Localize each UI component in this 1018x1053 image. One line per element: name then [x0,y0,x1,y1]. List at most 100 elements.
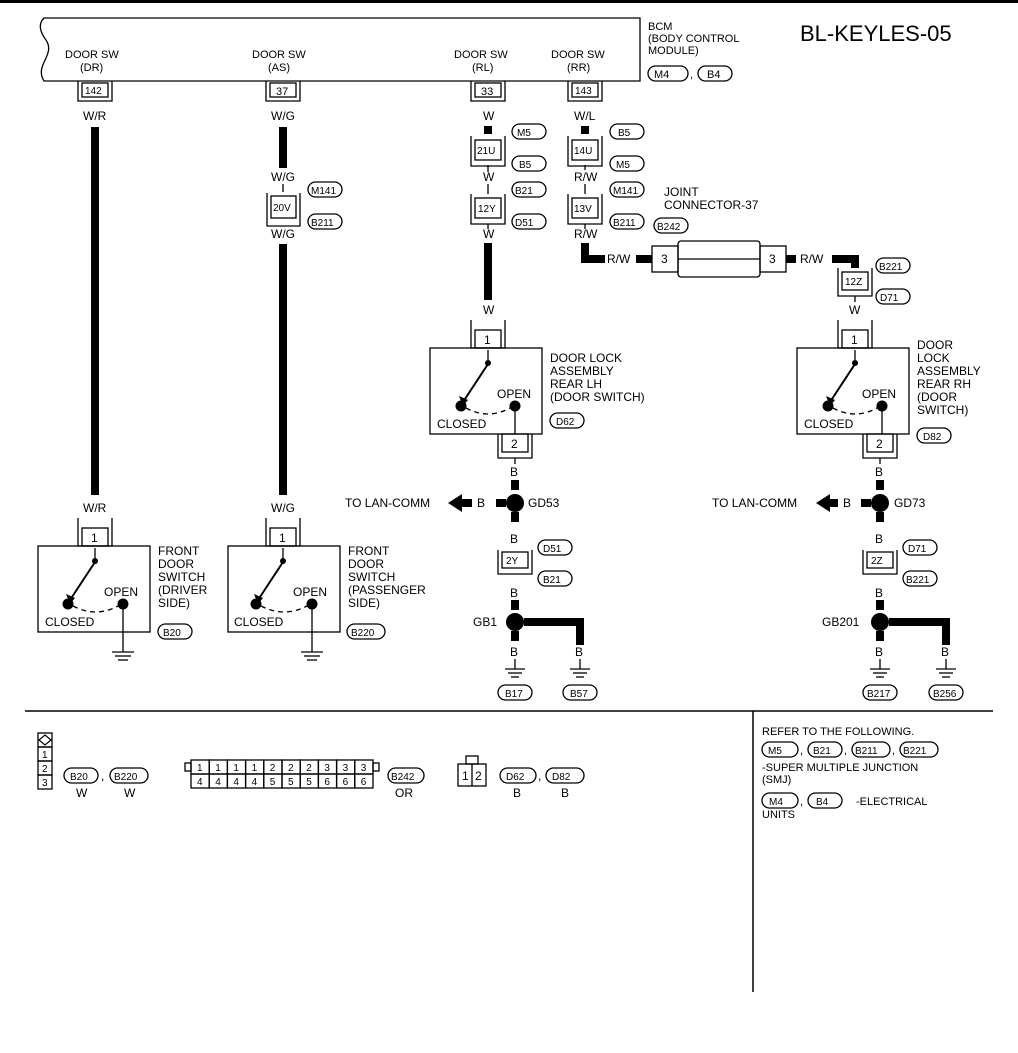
svg-text:B4: B4 [816,797,829,808]
svg-text:DOOR: DOOR [348,557,384,571]
svg-text:B: B [477,496,485,510]
svg-text:B: B [575,645,583,659]
svg-text:GB201: GB201 [822,615,860,629]
svg-text:SIDE): SIDE) [348,596,380,610]
svg-text:,: , [101,769,104,783]
bcm-terminal-labels: DOOR SW (DR) DOOR SW (AS) DOOR SW (RL) D… [65,49,605,74]
svg-text:R/W: R/W [800,252,824,266]
svg-text:B: B [510,465,518,479]
front-door-switch-passenger: 1 OPEN CLOSED FRONT DOOR SWITCH (PASSENG… [227,518,426,661]
svg-text:(AS): (AS) [268,62,290,74]
joint-connector-37: JOINT CONNECTOR-37 B242 3 3 [651,185,787,278]
svg-text:B242: B242 [657,222,681,233]
svg-text:(DOOR SWITCH): (DOOR SWITCH) [550,390,645,404]
svg-text:ASSEMBLY: ASSEMBLY [917,364,981,378]
svg-text:21U: 21U [477,146,495,157]
svg-text:B220: B220 [114,772,138,783]
svg-text:37: 37 [276,86,288,98]
svg-text:W/G: W/G [271,170,295,184]
joint-pin-top-2: 1 [233,763,239,774]
svg-text:-SUPER MULTIPLE JUNCTION: -SUPER MULTIPLE JUNCTION [762,762,918,774]
svg-text:REFER TO THE FOLLOWING.: REFER TO THE FOLLOWING. [762,726,914,738]
svg-text:FRONT: FRONT [348,544,390,558]
svg-text:(DRIVER: (DRIVER [158,583,208,597]
svg-text:B: B [875,465,883,479]
svg-text:B221: B221 [903,746,927,757]
svg-text:B5: B5 [519,160,532,171]
svg-text:B242: B242 [391,772,415,783]
svg-text:REAR RH: REAR RH [917,377,971,391]
joint-pin-top-5: 2 [288,763,294,774]
svg-text:B21: B21 [515,186,533,197]
svg-text:W: W [849,303,861,317]
svg-text:B221: B221 [906,575,930,586]
joint-pin-bottom-7: 6 [324,777,330,788]
svg-text:B: B [875,532,883,546]
svg-text:3: 3 [661,252,668,266]
svg-text:B4: B4 [707,69,720,81]
svg-text:B5: B5 [618,128,631,139]
svg-text:B57: B57 [570,689,588,700]
svg-text:SWITCH): SWITCH) [917,403,968,417]
svg-text:CLOSED: CLOSED [437,417,487,431]
svg-text:R/W: R/W [574,227,598,241]
bcm-label: BCM (BODY CONTROL MODULE) M4 , B4 [647,21,739,82]
joint-pin-top-4: 2 [270,763,276,774]
svg-text:W/G: W/G [271,227,295,241]
svg-text:M5: M5 [768,746,782,757]
svg-text:3: 3 [769,252,776,266]
svg-text:W: W [483,227,495,241]
svg-text:SWITCH: SWITCH [348,570,395,584]
svg-text:2: 2 [475,769,482,783]
joint-pin-top-7: 3 [324,763,330,774]
front-door-switch-driver: 1 OPEN CLOSED FRONT DOOR SWITCH (DRIVER … [37,518,208,661]
svg-text:,: , [892,745,895,757]
svg-text:GD73: GD73 [894,496,926,510]
svg-text:B: B [875,586,883,600]
svg-text:B: B [513,786,521,800]
splice-gd53 [506,494,524,512]
svg-text:13V: 13V [574,204,592,215]
svg-text:B220: B220 [351,628,375,639]
svg-text:(PASSENGER: (PASSENGER [348,583,426,597]
svg-text:TO LAN-COMM: TO LAN-COMM [345,496,430,510]
svg-text:2: 2 [511,437,518,451]
svg-text:DOOR SW: DOOR SW [65,49,119,61]
joint-pin-top-8: 3 [343,763,349,774]
svg-text:OPEN: OPEN [497,387,531,401]
svg-text:REAR LH: REAR LH [550,377,602,391]
bcm-pins: 142 37 33 143 [77,81,603,102]
svg-text:OPEN: OPEN [293,585,327,599]
svg-text:14U: 14U [574,146,592,157]
joint-pin-bottom-0: 4 [197,777,203,788]
svg-text:B21: B21 [813,746,831,757]
svg-text:3: 3 [42,778,48,789]
svg-text:,: , [690,69,693,81]
svg-text:,: , [844,745,847,757]
svg-text:M141: M141 [311,186,336,197]
svg-text:D82: D82 [552,772,571,783]
svg-text:R/W: R/W [607,252,631,266]
splice-gb201 [871,613,889,631]
joint-pin-top-9: 3 [361,763,367,774]
svg-text:DOOR: DOOR [158,557,194,571]
wire-driver: W/R W/R [83,109,107,515]
svg-text:D62: D62 [556,417,575,428]
svg-text:20V: 20V [273,203,291,214]
svg-text:W: W [124,786,136,800]
svg-text:B: B [510,532,518,546]
svg-text:W/L: W/L [574,109,596,123]
svg-text:B: B [510,586,518,600]
connector-14u: 14U B5 M5 [567,123,645,172]
svg-text:DOOR SW: DOOR SW [252,49,306,61]
joint-pin-bottom-5: 5 [288,777,294,788]
svg-text:JOINT: JOINT [664,185,699,199]
svg-text:1: 1 [42,750,48,761]
joint-pin-top-0: 1 [197,763,203,774]
svg-text:GD53: GD53 [528,496,560,510]
svg-text:CONNECTOR-37: CONNECTOR-37 [664,198,759,212]
svg-text:ASSEMBLY: ASSEMBLY [550,364,614,378]
connector-13v: 13V M141 B211 [567,181,645,230]
joint-pin-bottom-8: 6 [343,777,349,788]
